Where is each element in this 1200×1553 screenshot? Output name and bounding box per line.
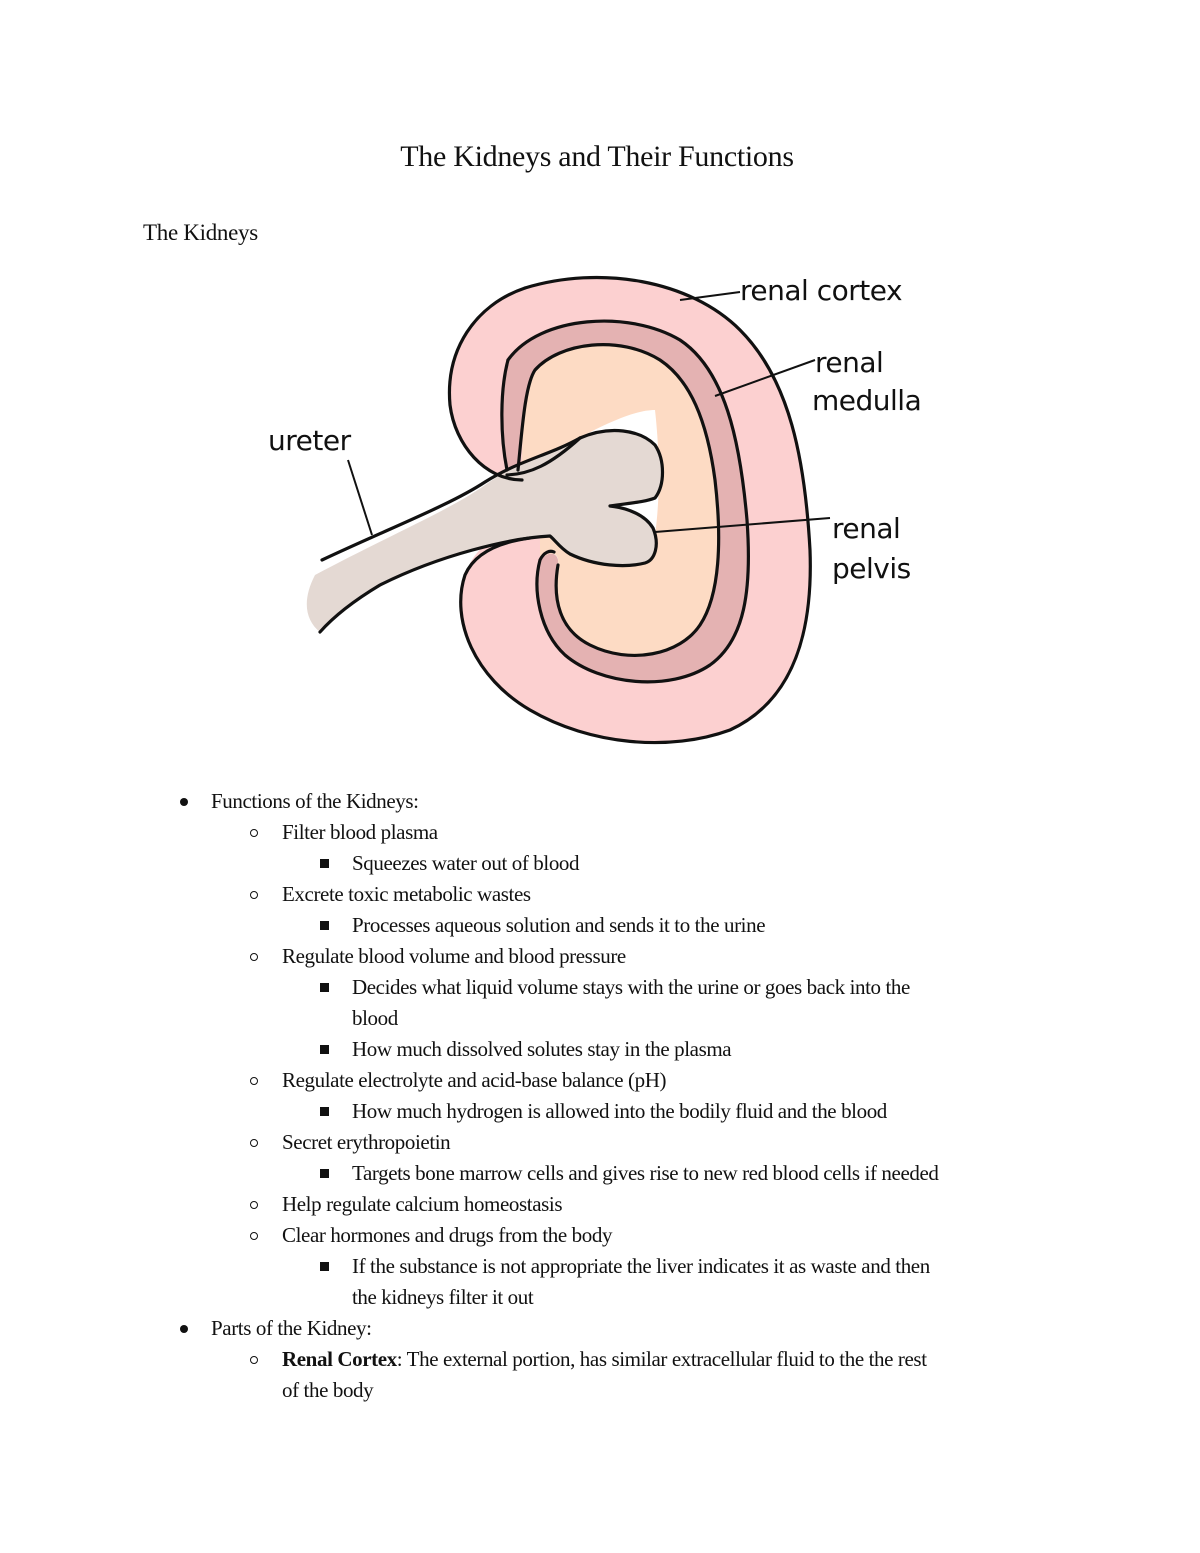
bullet-circle-icon bbox=[250, 891, 258, 899]
bullet-circle-icon bbox=[250, 1077, 258, 1085]
bullet-square-icon bbox=[320, 1045, 329, 1054]
bullet-circle-icon bbox=[250, 1232, 258, 1240]
bullet-square-icon bbox=[320, 921, 329, 930]
bullet-circle-icon bbox=[250, 1201, 258, 1209]
document-title: The Kidneys and Their Functions bbox=[400, 140, 794, 173]
renal-medulla-shape bbox=[501, 321, 749, 682]
list-item-renal-cortex: Renal Cortex: The external portion, has … bbox=[282, 1344, 927, 1375]
list-item-continuation: blood bbox=[352, 1006, 398, 1030]
bullet-circle-icon bbox=[250, 1139, 258, 1147]
bullet-circle-icon bbox=[250, 829, 258, 837]
list-item: Secret erythropoietin bbox=[282, 1130, 451, 1154]
label-renal-cortex: renal cortex bbox=[740, 274, 902, 307]
bullet-disc-icon bbox=[180, 1325, 188, 1333]
list-item: Filter blood plasma bbox=[282, 820, 438, 844]
label-renal-medulla-1: renal bbox=[815, 346, 883, 379]
term-renal-cortex: Renal Cortex bbox=[282, 1347, 397, 1371]
leader-lines bbox=[347, 291, 831, 536]
list-item-continuation: of the body bbox=[282, 1378, 374, 1402]
section-heading: The Kidneys bbox=[143, 220, 258, 245]
bullet-square-icon bbox=[320, 1169, 329, 1178]
list-item: Squeezes water out of blood bbox=[352, 851, 580, 875]
label-renal-pelvis-1: renal bbox=[832, 512, 900, 545]
list-item-parts: Parts of the Kidney: bbox=[211, 1316, 372, 1340]
bullet-circle-icon bbox=[250, 1356, 258, 1364]
bullet-square-icon bbox=[320, 1107, 329, 1116]
list-item: Regulate electrolyte and acid-base balan… bbox=[282, 1068, 667, 1092]
list-item: Targets bone marrow cells and gives rise… bbox=[352, 1161, 939, 1185]
list-item: Decides what liquid volume stays with th… bbox=[352, 975, 910, 999]
kidney-diagram: renal cortex renal medulla ureter renal … bbox=[268, 274, 920, 745]
bullet-square-icon bbox=[320, 1262, 329, 1271]
outlines bbox=[318, 275, 812, 745]
definition: : The external portion, has similar extr… bbox=[396, 1347, 927, 1371]
list-item: Processes aqueous solution and sends it … bbox=[352, 913, 766, 937]
list-item: How much hydrogen is allowed into the bo… bbox=[352, 1099, 887, 1123]
list-item: Help regulate calcium homeostasis bbox=[282, 1192, 563, 1216]
bullet-square-icon bbox=[320, 859, 329, 868]
renal-pelvis-shape bbox=[306, 430, 663, 632]
label-renal-pelvis-2: pelvis bbox=[832, 552, 911, 585]
bullet-circle-icon bbox=[250, 953, 258, 961]
list-item: If the substance is not appropriate the … bbox=[352, 1254, 930, 1278]
list-item: Clear hormones and drugs from the body bbox=[282, 1223, 613, 1247]
label-ureter: ureter bbox=[268, 424, 352, 457]
label-renal-medulla-2: medulla bbox=[812, 384, 920, 417]
inner-region-shape bbox=[522, 344, 719, 656]
bullet-square-icon bbox=[320, 983, 329, 992]
list-item: Regulate blood volume and blood pressure bbox=[282, 944, 626, 968]
list-item: How much dissolved solutes stay in the p… bbox=[352, 1037, 732, 1061]
list-item-functions: Functions of the Kidneys: bbox=[211, 789, 419, 813]
list-item-continuation: the kidneys filter it out bbox=[352, 1285, 534, 1309]
list-item: Excrete toxic metabolic wastes bbox=[282, 882, 531, 906]
bullet-disc-icon bbox=[180, 798, 188, 806]
